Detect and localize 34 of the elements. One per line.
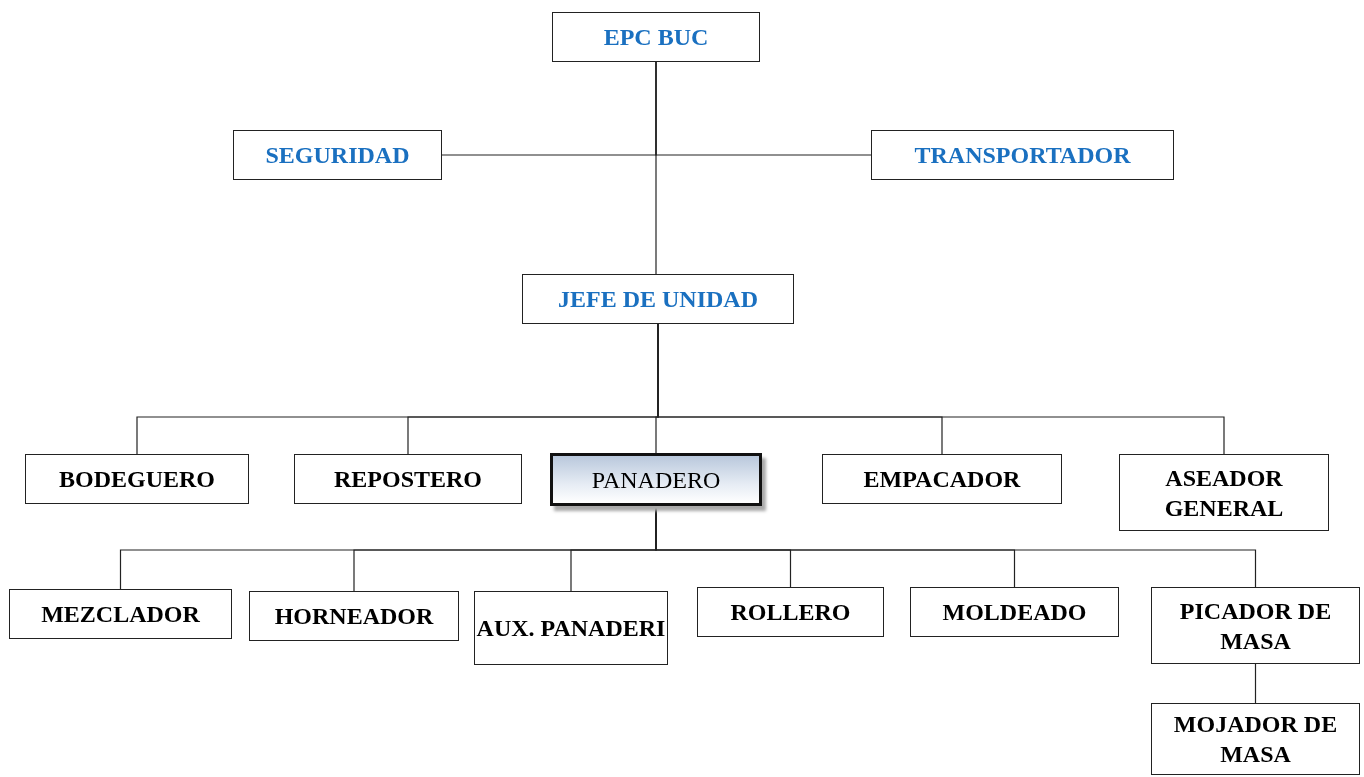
role-box (1151, 587, 1360, 664)
highlighted-role-box (550, 453, 762, 506)
role-label: MOJADOR DE MASA (1172, 710, 1339, 769)
role-box (910, 587, 1119, 637)
role-box (9, 589, 232, 639)
role-label: JEFE DE UNIDAD (558, 285, 758, 314)
role-box (871, 130, 1174, 180)
role-label: SEGURIDAD (265, 141, 410, 170)
role-label: PANADERO (591, 465, 721, 495)
role-label: EPC BUC (603, 23, 709, 52)
role-label: BODEGUERO (59, 465, 215, 494)
role-box (552, 12, 760, 62)
role-box (822, 454, 1062, 504)
role-label: ROLLERO (730, 598, 851, 627)
role-label: EMPACADOR (863, 465, 1021, 494)
connector-line (655, 61, 657, 275)
role-label: PICADOR DE MASA (1178, 596, 1333, 656)
role-box (474, 591, 668, 665)
role-box (25, 454, 249, 504)
role-label: MEZCLADOR (41, 600, 200, 629)
role-label: AUX. PANADERI (476, 614, 666, 643)
connector-line (1254, 663, 1257, 704)
role-label: HORNEADOR (274, 602, 434, 631)
role-box (249, 591, 459, 641)
role-label: REPOSTERO (334, 465, 482, 494)
role-label: MOLDEADO (942, 598, 1087, 627)
role-label: TRANSPORTADOR (914, 141, 1131, 170)
role-box (1119, 454, 1329, 531)
role-box (1151, 703, 1360, 775)
role-label: ASEADOR GENERAL (1163, 463, 1285, 523)
role-box (294, 454, 522, 504)
role-box (233, 130, 442, 180)
role-box (522, 274, 794, 324)
role-box (697, 587, 884, 637)
